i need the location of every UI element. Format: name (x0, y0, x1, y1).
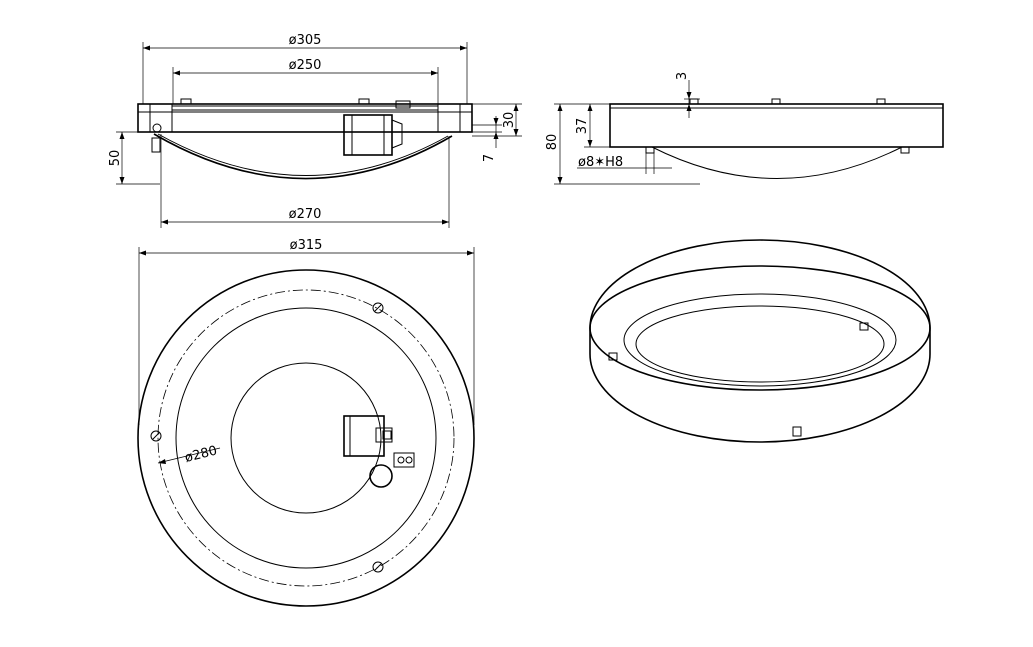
dim-250: ø250 (289, 58, 322, 73)
perspective-view (589, 239, 931, 443)
dim-80: 80 (545, 134, 560, 151)
dim-280: ø280 (183, 443, 218, 465)
side-elevation-view: 80 37 3 ø8✶H8 (545, 72, 944, 185)
side-section-view: ø305 ø250 50 (108, 33, 522, 228)
dim-7: 7 (482, 154, 497, 162)
dim-3: 3 (675, 72, 690, 80)
dim-270: ø270 (289, 207, 322, 222)
dim-305: ø305 (289, 33, 322, 48)
dim-50: 50 (108, 150, 123, 167)
dim-37: 37 (575, 118, 590, 135)
dim-hole: ø8✶H8 (578, 155, 623, 170)
dim-30: 30 (502, 112, 517, 129)
dim-315: ø315 (290, 238, 323, 253)
plan-view: ø315 ø280 (137, 238, 475, 607)
